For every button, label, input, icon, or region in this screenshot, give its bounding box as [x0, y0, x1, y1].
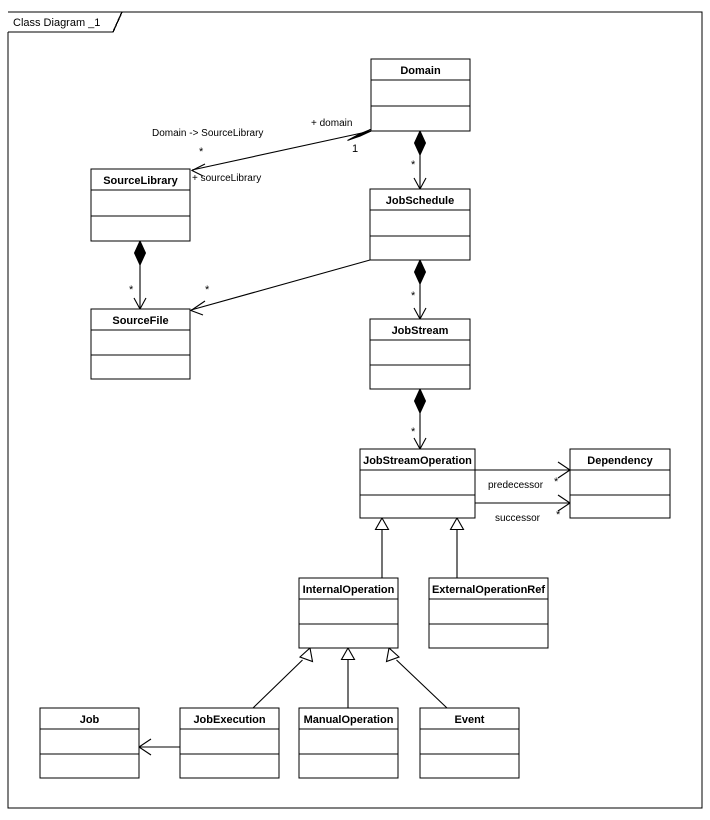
class-name-label: Domain [400, 65, 441, 77]
class-box-outline [90, 308, 191, 380]
open-arrowhead [190, 163, 206, 177]
multiplicity-mult-jobstream-star: * [411, 290, 416, 302]
multiplicity-mult-domain-1: 1 [352, 143, 358, 155]
diagram-tab [8, 11, 123, 33]
class-name-label: JobStream [392, 325, 449, 337]
class-box-outline [370, 58, 471, 132]
class-name-label: ManualOperation [304, 714, 394, 726]
multiplicity-mult-jobschedule-star: * [411, 159, 416, 171]
composition-diamond-fill [347, 129, 371, 141]
edge-event-generalization[interactable] [385, 646, 448, 709]
multiplicity-mult-successor-star: * [556, 509, 561, 521]
edge-internalop-generalization[interactable] [374, 516, 390, 578]
class-box-event[interactable]: Event [419, 707, 520, 779]
edge-jobschedule-sourcefile[interactable] [189, 259, 371, 316]
multiplicity-mult-predecessor-star: * [554, 476, 559, 488]
class-name-label: JobExecution [193, 714, 265, 726]
class-box-domain[interactable]: Domain [370, 58, 471, 132]
edge-label-layer: Domain -> SourceLibrary + domain + sourceL… [129, 118, 561, 524]
class-box-outline [369, 188, 471, 261]
frame-outline [7, 11, 703, 809]
edge-label-predecessor: predecessor [488, 480, 544, 491]
relationship-layer [133, 129, 571, 756]
edge-label-domain-sourcelibrary-name: Domain -> SourceLibrary [152, 128, 263, 139]
class-name-label: Dependency [587, 455, 653, 467]
class-name-label: JobStreamOperation [363, 455, 472, 467]
class-name-label: Job [80, 714, 100, 726]
edge-jobexecution-generalization[interactable] [252, 646, 314, 709]
class-box-source-library[interactable]: SourceLibrary [90, 168, 191, 242]
class-name-label: ExternalOperationRef [432, 584, 545, 596]
class-box-internal-operation[interactable]: InternalOperation [298, 577, 399, 649]
class-box-job-schedule[interactable]: JobSchedule [369, 188, 471, 261]
diagram-tab-label: Class Diagram _1 [13, 17, 100, 29]
composition-diamond [133, 239, 147, 267]
composition-diamond [413, 387, 427, 415]
class-box-manual-operation[interactable]: ManualOperation [298, 707, 399, 779]
multiplicity-mult-sourcefile-star2: * [205, 284, 210, 296]
class-box-outline [359, 448, 476, 519]
edge-domain-sourcelibrary[interactable] [190, 129, 372, 177]
multiplicity-mult-jsop-star: * [411, 426, 416, 438]
class-box-job-stream[interactable]: JobStream [369, 318, 471, 390]
class-box-outline [428, 577, 549, 649]
diagram-frame: Class Diagram _1 [7, 11, 703, 809]
edge-line [252, 659, 303, 709]
edge-jobexecution-job[interactable] [138, 738, 180, 756]
generalization-triangle [385, 646, 401, 663]
edge-sourcelibrary-sourcefile[interactable] [133, 239, 147, 311]
edge-label-plus-domain: + domain [311, 118, 352, 129]
class-box-outline [369, 318, 471, 390]
class-box-outline [298, 707, 399, 779]
class-box-layer: DomainSourceLibraryJobScheduleSourceFile… [39, 58, 671, 779]
open-arrowhead [189, 300, 206, 316]
composition-diamond [413, 258, 427, 286]
edge-externalopref-generalization[interactable] [449, 516, 465, 578]
generalization-triangle [298, 646, 314, 663]
class-name-label: InternalOperation [303, 584, 395, 596]
class-box-outline [179, 707, 280, 779]
class-box-external-operation-ref[interactable]: ExternalOperationRef [428, 577, 549, 649]
class-box-job[interactable]: Job [39, 707, 140, 779]
class-name-label: JobSchedule [386, 195, 454, 207]
class-box-outline [419, 707, 520, 779]
edge-line [191, 130, 372, 171]
class-name-label: SourceFile [112, 315, 168, 327]
generalization-triangle [340, 646, 356, 661]
edge-manualoperation-generalization[interactable] [340, 646, 356, 708]
generalization-triangle [374, 516, 390, 531]
edge-label-successor: successor [495, 513, 541, 524]
class-box-outline [90, 168, 191, 242]
class-box-dependency[interactable]: Dependency [569, 448, 671, 519]
class-box-outline [298, 577, 399, 649]
class-name-label: Event [455, 714, 485, 726]
edge-jobschedule-jobstream[interactable] [413, 258, 427, 321]
edge-jobstream-jsop[interactable] [413, 387, 427, 451]
multiplicity-mult-sourcelibrary-star: * [199, 146, 204, 158]
class-box-outline [39, 707, 140, 779]
class-box-job-stream-operation[interactable]: JobStreamOperation [359, 448, 476, 519]
class-box-outline [569, 448, 671, 519]
class-box-job-execution[interactable]: JobExecution [179, 707, 280, 779]
class-name-label: SourceLibrary [103, 175, 178, 187]
composition-diamond [413, 129, 427, 157]
edge-label-plus-sourcelibrary: + sourceLibrary [192, 173, 261, 184]
generalization-triangle [449, 516, 465, 531]
edge-domain-jobschedule[interactable] [413, 129, 427, 191]
multiplicity-mult-sourcefile-star: * [129, 284, 134, 296]
class-box-source-file[interactable]: SourceFile [90, 308, 191, 380]
edge-line [396, 659, 448, 709]
edge-line [190, 259, 371, 311]
